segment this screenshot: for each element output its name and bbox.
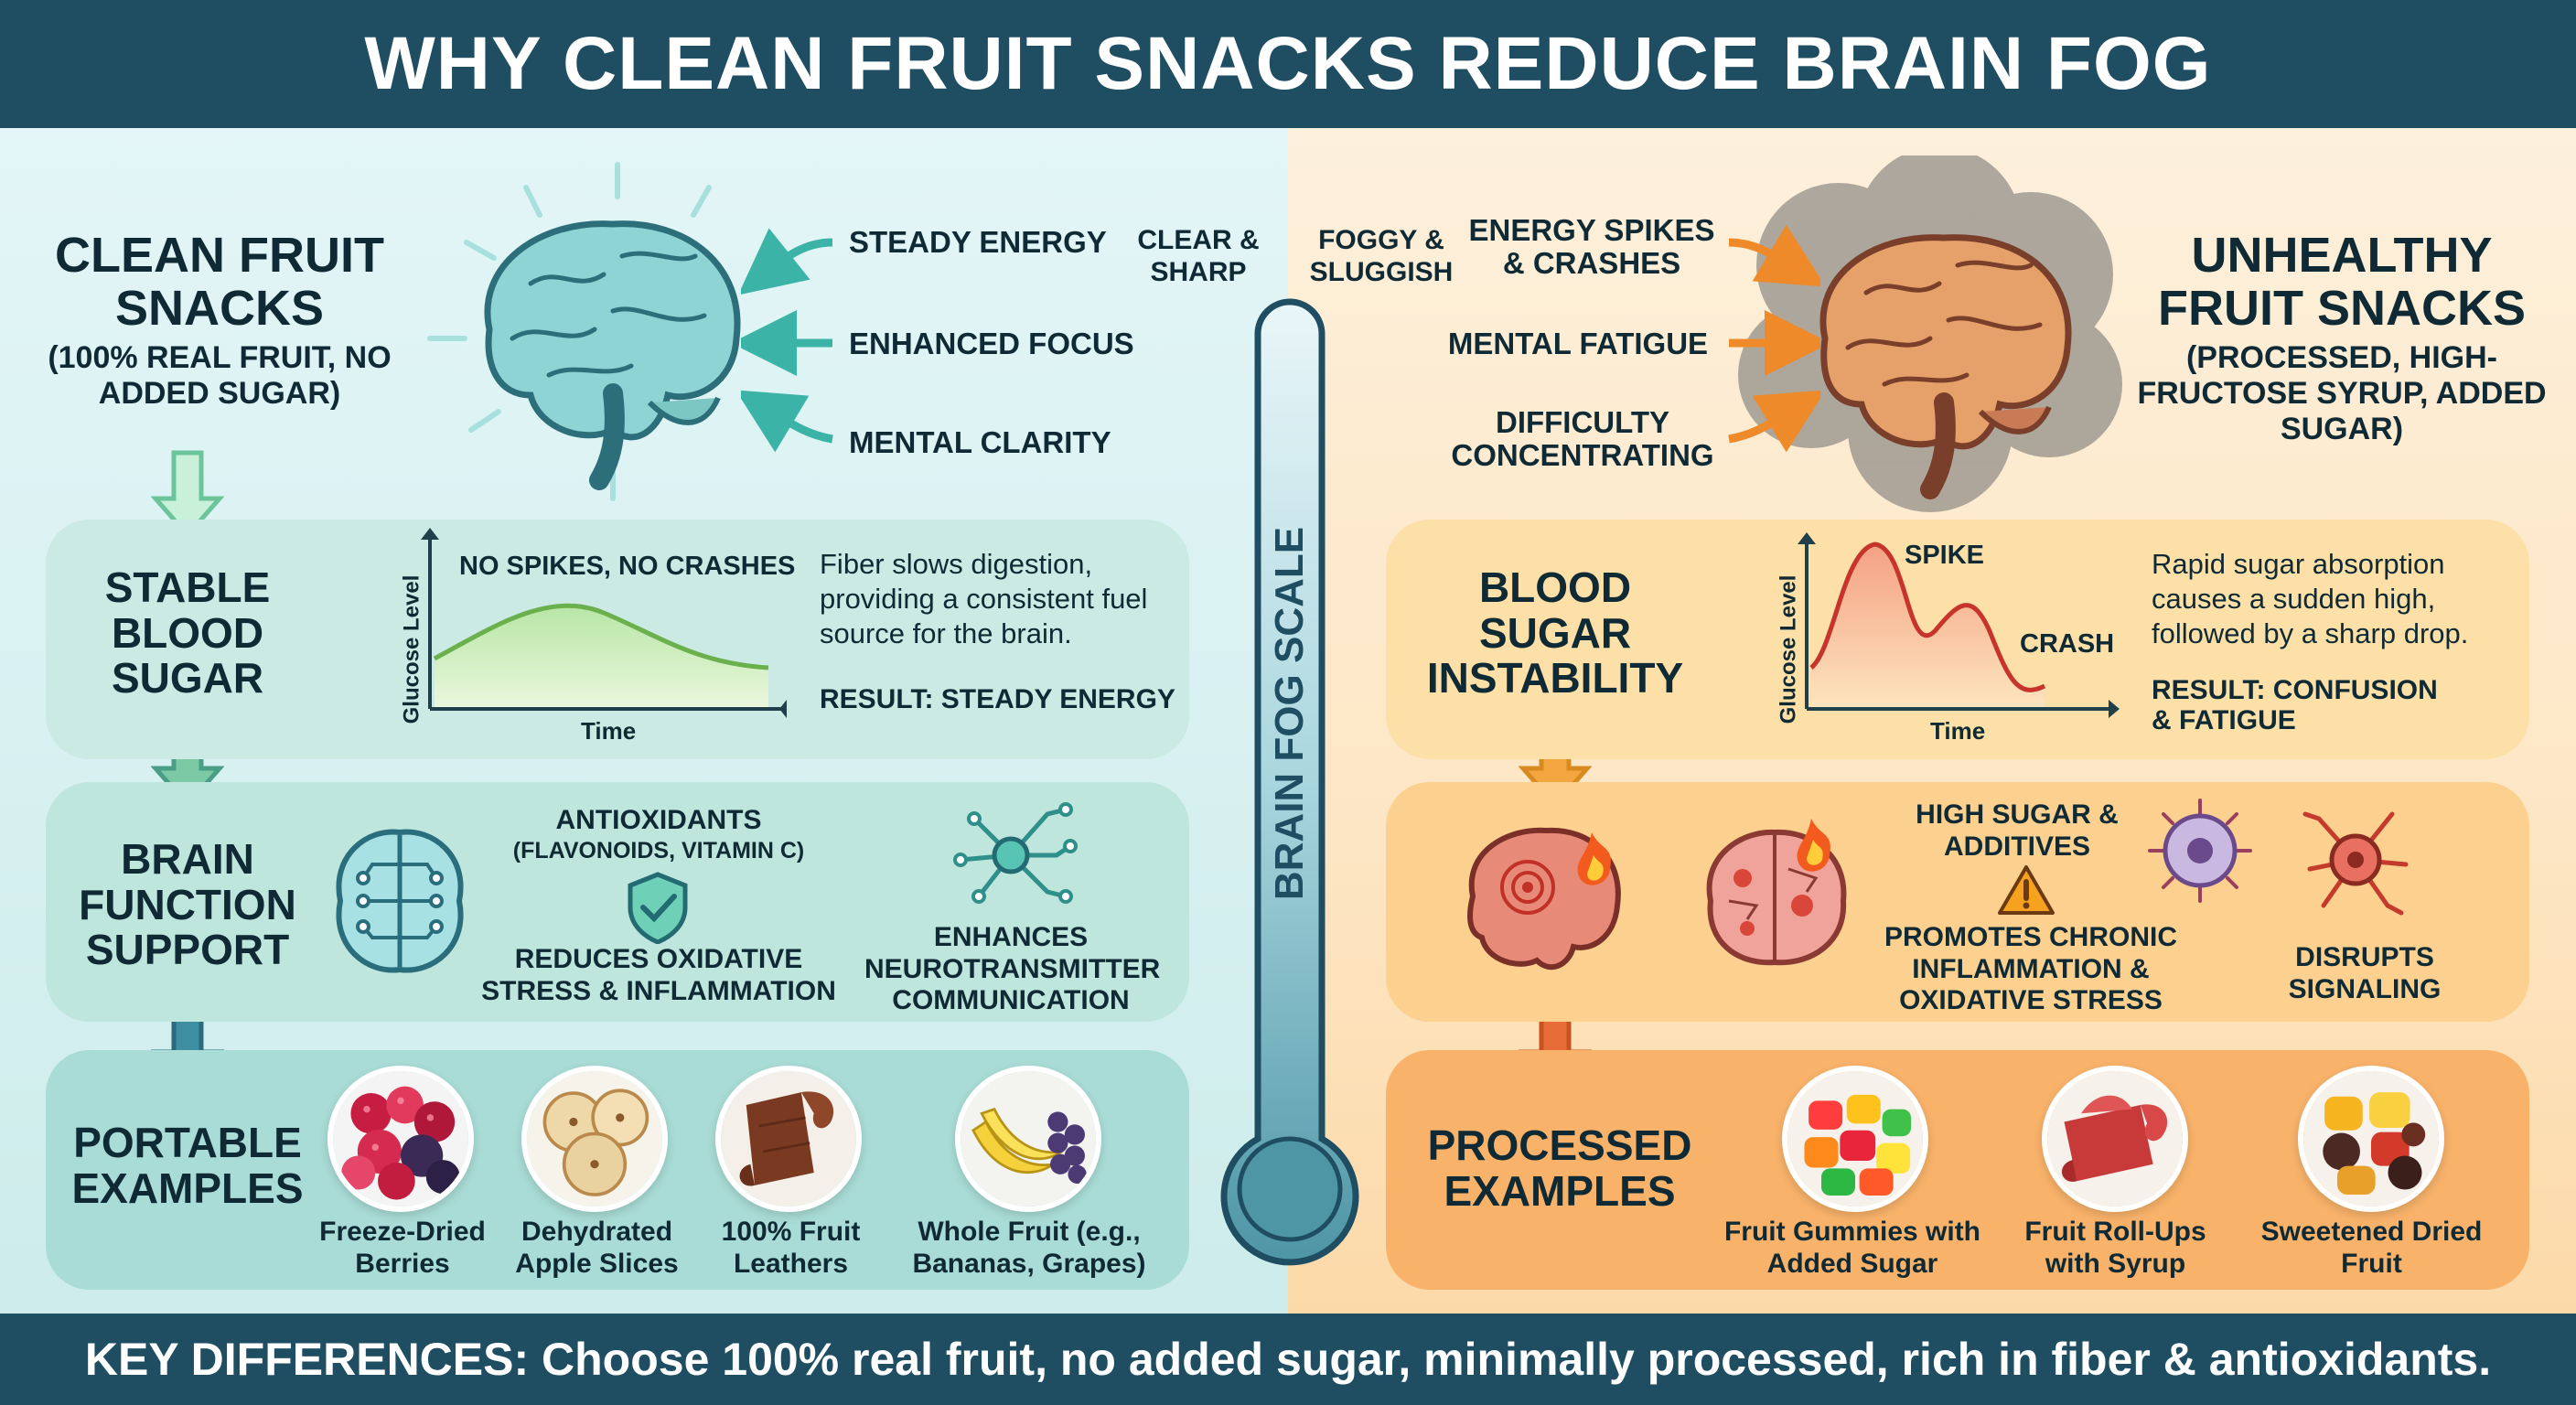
clear-brain-icon	[427, 162, 741, 501]
left-brain-arrows	[741, 228, 833, 453]
caption-whole-fruit: Whole Fruit (e.g., Bananas, Grapes)	[912, 1217, 1146, 1279]
label-mental-fatigue: MENTAL FATIGUE	[1447, 327, 1709, 360]
scale-label-wrap: BRAIN FOG SCALE	[1226, 457, 1354, 970]
instability-xlabel: Time	[1930, 717, 1986, 745]
enhances-neurotransmitter-label: ENHANCES NEUROTRANSMITTER COMMUNICATION	[864, 922, 1161, 1015]
disrupts-signaling-label: DISRUPTS SIGNALING	[2288, 942, 2442, 1004]
instability-title: BLOOD SUGAR INSTABILITY	[1426, 563, 1684, 702]
warning-icon	[1998, 865, 2055, 915]
inflamed-brain-icon	[1467, 827, 1621, 971]
crash-label: CRASH	[2020, 629, 2115, 659]
caption-fruit-leathers: 100% Fruit Leathers	[721, 1217, 861, 1279]
left-subheading: (100% REAL FRUIT, NO ADDED SUGAR)	[48, 340, 392, 412]
caption-fruit-roll-ups: Fruit Roll-Ups with Syrup	[2024, 1217, 2206, 1279]
sweetened-dried-fruit-image	[2298, 1066, 2444, 1212]
freeze-dried-berries-image	[327, 1066, 474, 1212]
bananas-grapes-image	[955, 1066, 1101, 1212]
caption-sweetened-dried-fruit: Sweetened Dried Fruit	[2260, 1217, 2483, 1279]
right-heading: UNHEALTHY FRUIT SNACKS	[2158, 228, 2526, 337]
caption-apple-slices: Dehydrated Apple Slices	[515, 1217, 679, 1279]
no-spikes-label: NO SPIKES, NO CRASHES	[459, 552, 796, 581]
caption-freeze-dried-berries: Freeze-Dried Berries	[319, 1217, 486, 1279]
scale-clear-label: CLEAR & SHARP	[1137, 225, 1260, 287]
instability-ylabel: Glucose Level	[1776, 574, 1800, 724]
right-brain-arrows	[1728, 224, 1820, 453]
spike-crash-chart	[1798, 532, 2120, 718]
immune-cell-icon	[2148, 799, 2252, 903]
fruit-gummies-image	[1782, 1066, 1928, 1212]
damaged-brain-icon	[1706, 819, 1847, 966]
instability-description: Rapid sugar absorption causes a sudden h…	[2152, 548, 2469, 649]
spike-label: SPIKE	[1905, 541, 1985, 570]
neuron-icon	[953, 802, 1078, 904]
promotes-inflammation-label: PROMOTES CHRONIC INFLAMMATION & OXIDATIV…	[1884, 922, 2177, 1015]
fruit-roll-ups-image	[2042, 1066, 2188, 1212]
fruit-leathers-image	[715, 1066, 862, 1212]
stable-result: RESULT: STEADY ENERGY	[820, 684, 1175, 714]
reduces-oxidative-label: REDUCES OXIDATIVE STRESS & INFLAMMATION	[481, 944, 836, 1006]
stable-xlabel: Time	[581, 717, 637, 745]
brain-function-title: BRAIN FUNCTION SUPPORT	[79, 835, 296, 974]
shield-check-icon	[628, 872, 688, 944]
stable-blood-sugar-title: STABLE BLOOD SUGAR	[104, 563, 271, 702]
right-subheading: (PROCESSED, HIGH-FRUCTOSE SYRUP, ADDED S…	[2137, 340, 2547, 447]
down-arrow-1	[151, 450, 224, 539]
antioxidants-label: ANTIOXIDANTS	[555, 805, 762, 835]
scale-foggy-label: FOGGY & SLUGGISH	[1309, 225, 1454, 287]
stable-description: Fiber slows digestion, providing a consi…	[820, 548, 1148, 649]
instability-result: RESULT: CONFUSION & FATIGUE	[2152, 675, 2438, 735]
high-sugar-label: HIGH SUGAR & ADDITIVES	[1916, 799, 2119, 862]
stable-glucose-chart	[421, 528, 787, 718]
label-steady-energy: STEADY ENERGY	[849, 225, 1107, 259]
instability-ylabel-wrap: Glucose Level	[1752, 575, 1825, 724]
label-enhanced-focus: ENHANCED FOCUS	[849, 327, 1134, 360]
label-difficulty-concentrating: DIFFICULTY CONCENTRATING	[1451, 405, 1714, 473]
stable-ylabel-wrap: Glucose Level	[375, 575, 448, 724]
portable-examples-title: PORTABLE EXAMPLES	[71, 1119, 304, 1212]
page-title: WHY CLEAN FRUIT SNACKS REDUCE BRAIN FOG	[0, 0, 2576, 128]
caption-fruit-gummies: Fruit Gummies with Added Sugar	[1723, 1217, 1981, 1279]
damaged-neuron-icon	[2302, 811, 2409, 916]
antioxidants-sub: (FLAVONOIDS, VITAMIN C)	[512, 838, 805, 863]
brain-function-panel	[46, 782, 1189, 1022]
dehydrated-apple-slices-image	[521, 1066, 668, 1212]
key-differences-footer: KEY DIFFERENCES: Choose 100% real fruit,…	[0, 1314, 2576, 1405]
processed-examples-title: PROCESSED EXAMPLES	[1427, 1121, 1692, 1215]
left-heading: CLEAN FRUIT SNACKS	[55, 228, 384, 337]
label-mental-clarity: MENTAL CLARITY	[849, 425, 1111, 459]
brain-fog-thermometer	[1220, 298, 1359, 1266]
circuit-brain-icon	[336, 829, 464, 973]
label-energy-spikes: ENERGY SPIKES & CRASHES	[1468, 213, 1715, 281]
scale-label: BRAIN FOG SCALE	[1267, 526, 1313, 901]
stable-ylabel: Glucose Level	[399, 574, 424, 724]
